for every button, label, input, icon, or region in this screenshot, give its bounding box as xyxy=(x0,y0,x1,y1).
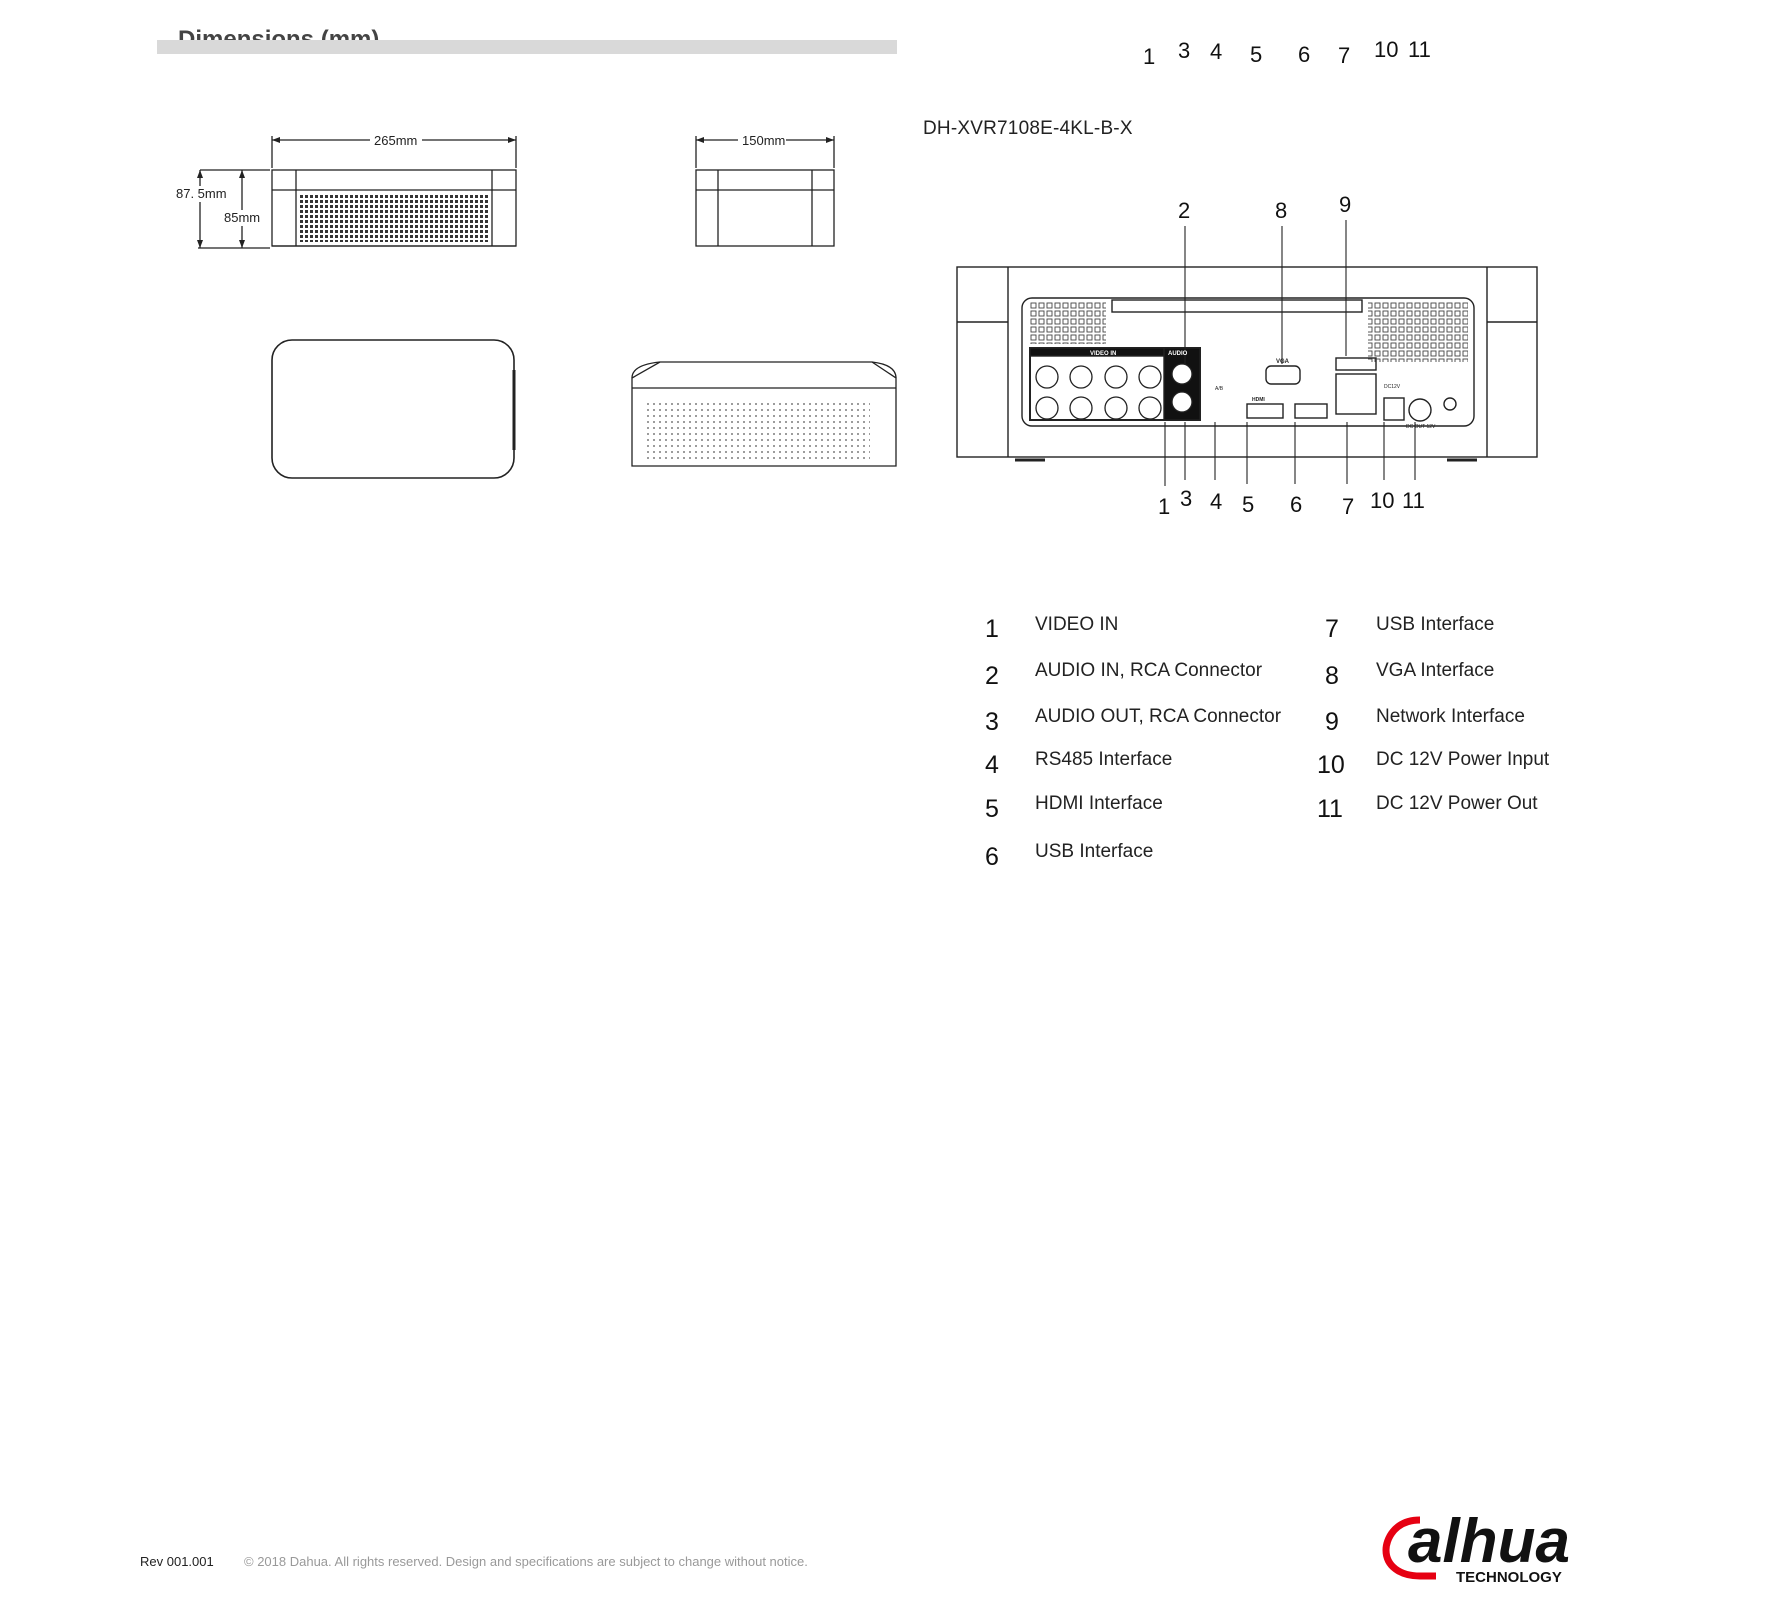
callout-number: 2 xyxy=(1178,198,1190,223)
callout-number: 1 xyxy=(1158,494,1170,519)
legend-label: HDMI Interface xyxy=(1035,793,1163,814)
legend-label: USB Interface xyxy=(1376,614,1495,635)
top-callout: 11 xyxy=(1408,37,1431,62)
legend-label: RS485 Interface xyxy=(1035,749,1173,770)
top-callout: 10 xyxy=(1374,37,1399,62)
dimension-drawings: 265mm 150mm 87. 5mm 85mm xyxy=(176,133,897,479)
legend-label: USB Interface xyxy=(1035,841,1154,862)
dim-width-label: 265mm xyxy=(374,133,417,148)
legend-number: 7 xyxy=(1325,615,1339,643)
section-header-bar xyxy=(157,40,897,54)
label-ab: A/B xyxy=(1215,386,1224,392)
label-audio: AUDIO xyxy=(1168,351,1188,357)
copyright-notice: © 2018 Dahua. All rights reserved. Desig… xyxy=(244,1554,808,1569)
top-callout: 1 xyxy=(1143,44,1156,69)
legend-number: 8 xyxy=(1325,662,1339,690)
top-callout: 7 xyxy=(1338,43,1351,68)
legend-number: 4 xyxy=(985,751,999,779)
label-vga: VGA xyxy=(1276,359,1290,365)
top-callout: 4 xyxy=(1210,39,1223,64)
label-dc-in: DC12V xyxy=(1384,384,1401,390)
model-label: DH-XVR7108E-4KL-B-X xyxy=(923,118,1133,139)
top-callout: 6 xyxy=(1298,42,1311,67)
legend-label: VIDEO IN xyxy=(1035,614,1119,635)
legend-label: DC 12V Power Out xyxy=(1376,793,1538,814)
legend-label: DC 12V Power Input xyxy=(1376,749,1550,770)
callout-number: 9 xyxy=(1339,192,1351,217)
label-video-in: VIDEO IN xyxy=(1090,351,1116,357)
legend-label: AUDIO OUT, RCA Connector xyxy=(1035,706,1282,727)
legend-number: 2 xyxy=(985,662,999,690)
callout-number: 10 xyxy=(1370,488,1394,513)
label-hdmi: HDMI xyxy=(1252,397,1265,403)
legend-number: 5 xyxy=(985,795,999,823)
callout-number: 11 xyxy=(1402,488,1425,513)
legend-number: 1 xyxy=(985,615,999,643)
logo-tagline: TECHNOLOGY xyxy=(1456,1569,1562,1585)
legend-number: 11 xyxy=(1317,795,1343,823)
callout-number: 7 xyxy=(1342,494,1354,519)
logo-wordmark: alhua xyxy=(1408,1507,1570,1576)
legend-number: 10 xyxy=(1317,751,1345,779)
legend-label: AUDIO IN, RCA Connector xyxy=(1035,660,1263,681)
legend-number: 3 xyxy=(985,708,999,736)
legend-label: VGA Interface xyxy=(1376,660,1495,681)
callout-number: 6 xyxy=(1290,492,1302,517)
callout-number: 8 xyxy=(1275,198,1287,223)
dim-height-outer-label: 87. 5mm xyxy=(176,186,227,201)
legend-number: 9 xyxy=(1325,708,1339,736)
label-dc-out: DC OUT 12V xyxy=(1406,424,1436,430)
legend-label: Network Interface xyxy=(1376,706,1525,727)
top-callout: 3 xyxy=(1178,38,1191,63)
callout-number: 4 xyxy=(1210,489,1222,514)
top-callout-row: 1 3 4 5 6 7 10 11 xyxy=(1120,30,1540,70)
callout-number: 5 xyxy=(1242,492,1254,517)
top-callout: 5 xyxy=(1250,42,1263,67)
dim-height-inner-label: 85mm xyxy=(224,210,260,225)
rear-panel-diagram: VIDEO IN AUDIO VGA HDMI A/B DC12V DC OUT… xyxy=(956,192,1538,519)
legend-number: 6 xyxy=(985,843,999,871)
callout-number: 3 xyxy=(1180,486,1192,511)
dahua-logo: alhua TECHNOLOGY xyxy=(1382,1507,1570,1585)
revision-number: Rev 001.001 xyxy=(140,1554,214,1569)
dim-depth-label: 150mm xyxy=(742,133,785,148)
